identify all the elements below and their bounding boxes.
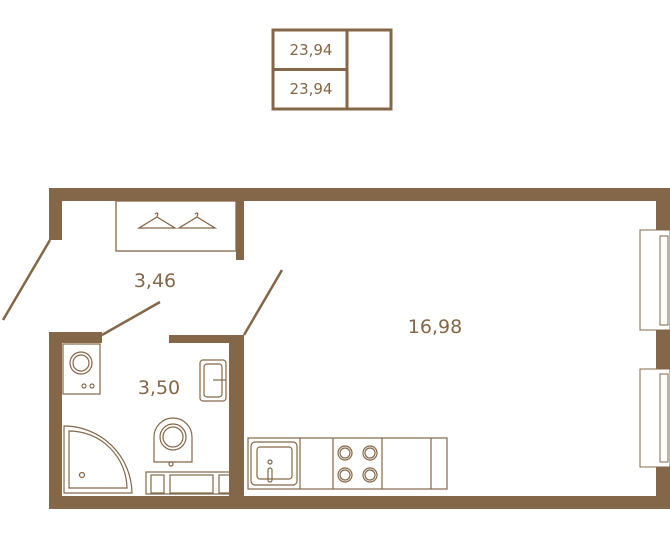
hanger-icon (176, 212, 218, 229)
toilet-icon (153, 417, 193, 463)
washing-machine-icon (62, 343, 101, 395)
kitchen (247, 437, 448, 490)
summary-table (271, 28, 393, 111)
wardrobe (115, 200, 237, 252)
kitchen-sink-icon (250, 441, 298, 486)
room-area-studio: 16,98 (407, 316, 463, 338)
living-area: 23,94 (289, 80, 333, 98)
door-swings (1, 239, 284, 337)
room-area-hallway: 3,46 (133, 270, 177, 292)
hanger-icon (136, 212, 178, 229)
room-area-bathroom: 3,50 (137, 377, 181, 399)
walls (49, 188, 670, 509)
bathroom-fixtures (62, 343, 232, 495)
total-area: 23,94 (289, 41, 333, 59)
stove-icon (337, 445, 378, 483)
shower-icon (63, 425, 133, 494)
windows (639, 229, 670, 468)
